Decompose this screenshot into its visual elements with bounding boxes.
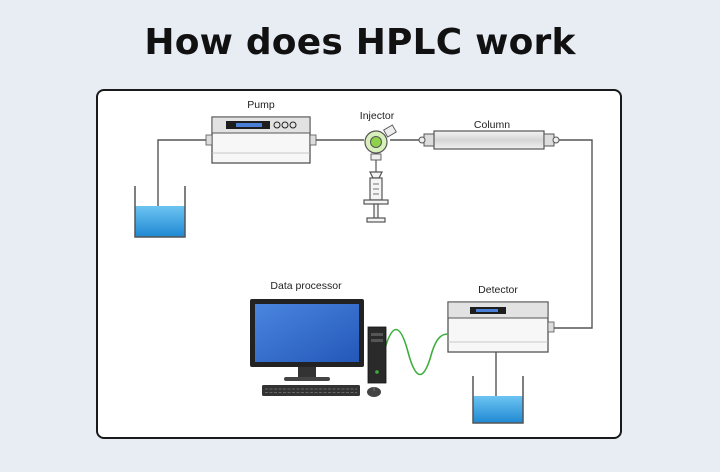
injector-valve	[364, 124, 397, 161]
computer-tower	[367, 326, 387, 384]
syringe	[363, 160, 389, 223]
page-title: How does HPLC work	[144, 22, 576, 63]
pump-label: Pump	[247, 99, 275, 111]
signal-wave	[383, 328, 449, 376]
column-tube	[418, 130, 560, 150]
detector-unit	[447, 301, 555, 353]
waste-reservoir	[472, 376, 524, 424]
detector-label: Detector	[478, 284, 518, 296]
solvent-reservoir	[134, 186, 186, 238]
pump-unit	[205, 116, 317, 164]
injector-label: Injector	[360, 110, 395, 122]
monitor	[250, 299, 364, 381]
keyboard	[262, 385, 360, 396]
data-processor-label: Data processor	[270, 280, 342, 292]
column-label: Column	[474, 119, 510, 131]
mouse	[367, 387, 381, 397]
tubing	[157, 139, 593, 400]
